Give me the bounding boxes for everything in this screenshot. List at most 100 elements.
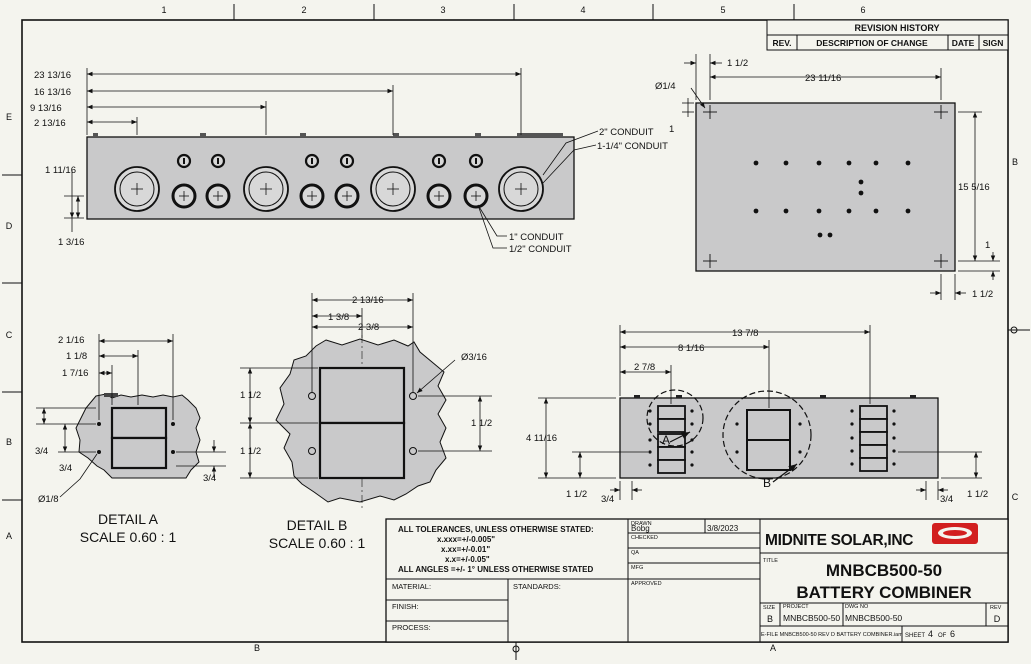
title-label: TITLE <box>763 558 778 564</box>
bottom-view: A B <box>526 325 988 505</box>
detail-b-title: DETAIL B <box>287 517 348 533</box>
detail-a-view: 2 1/16 1 1/8 1 7/16 3/4 3/4 3/4 Ø1/8 DET… <box>35 334 226 545</box>
zone-left-e: E <box>6 112 12 122</box>
company-logo-swoosh-inner <box>943 530 967 536</box>
file-line: E-FILE MNBCB500-50 REV D BATTERY COMBINE… <box>761 632 903 638</box>
sheet-number: SHEET 4 OF 6 <box>905 629 955 639</box>
revision-col-sign: SIGN <box>983 38 1004 48</box>
drawn-by: Bobg <box>631 524 650 533</box>
back-view-mount-holes <box>753 160 911 238</box>
rev-label: REV <box>990 605 1002 611</box>
detail-a-title: DETAIL A <box>98 511 159 527</box>
front-view-handle <box>517 133 563 137</box>
dim-4-11-16: 4 11/16 <box>526 433 557 444</box>
dim-back-1-1-2-bottom: 1 1/2 <box>972 289 993 300</box>
dim-2-13-16: 2 13/16 <box>34 118 66 129</box>
of-label: OF <box>938 633 947 639</box>
checked-label: CHECKED <box>631 535 658 541</box>
back-view-corner-holes <box>703 105 948 268</box>
zone-top-2: 2 <box>301 5 306 15</box>
dim-back-1-right: 1 <box>985 240 990 251</box>
detail-b-view: 2 13/16 1 3/8 2 3/8 Ø3/16 1 1/2 1 1/2 1 … <box>240 293 492 551</box>
detail-b-marker-label: B <box>763 476 771 490</box>
detail-a-scale: SCALE 0.60 : 1 <box>80 529 177 545</box>
detail-a-dimension-text: 2 1/16 1 1/8 1 7/16 3/4 3/4 3/4 Ø1/8 <box>35 335 216 505</box>
approved-label: APPROVED <box>631 581 662 587</box>
front-view: 23 13/16 16 13/16 9 13/16 2 13/16 1 11/1… <box>30 68 668 255</box>
dim-hole-dia-quarter: Ø1/4 <box>655 81 676 92</box>
company-name: MIDNITE SOLAR,INC <box>765 532 913 549</box>
tolerance-notes: ALL TOLERANCES, UNLESS OTHERWISE STATED:… <box>398 525 594 574</box>
center-mark-right <box>1008 326 1024 334</box>
dim-back-1-1-2-top: 1 1/2 <box>727 58 748 69</box>
front-view-body <box>86 136 575 220</box>
conduit-half-in-knockouts <box>176 153 484 169</box>
detail-b-fuse-upper <box>318 366 406 425</box>
finish-label: FINISH: <box>392 602 419 611</box>
zone-top-3: 3 <box>440 5 445 15</box>
zone-bottom-b: B <box>254 643 260 653</box>
back-view-dimension-text: Ø1/4 1 1/2 23 11/16 1 15 5/16 1 1 1/2 <box>655 58 993 300</box>
dim-1-1-8: 1 1/8 <box>66 351 87 362</box>
back-view-plate <box>695 102 956 272</box>
callout-1-1-4in-conduit: 1-1/4" CONDUIT <box>597 141 668 152</box>
dim-detail-b-1-1-2-right: 1 1/2 <box>471 418 492 429</box>
detail-a-fuse-lower <box>110 436 168 470</box>
sheet-no: 4 <box>928 629 933 639</box>
detail-a-tab <box>104 393 118 397</box>
dim-detail-a-3-4-left: 3/4 <box>35 446 48 457</box>
project-value: MNBCB500-50 <box>783 613 840 623</box>
detail-a-marker-label: A <box>662 433 670 447</box>
material-label: MATERIAL: <box>392 582 431 591</box>
bottom-view-studs <box>634 395 916 398</box>
revision-col-date: DATE <box>952 38 975 48</box>
dim-8-1-16: 8 1/16 <box>678 343 704 354</box>
dim-bottom-3-4-left: 3/4 <box>601 494 614 505</box>
detail-b-marker-circle <box>722 390 812 480</box>
dim-detail-b-1-1-2-upper: 1 1/2 <box>240 390 261 401</box>
front-view-dimension-lines <box>64 68 599 249</box>
bottom-view-fuse-column-c <box>850 405 896 472</box>
dim-hole-dia-3-16: Ø3/16 <box>461 352 487 363</box>
tolerance-line-5: ALL ANGLES =+/- 1° UNLESS OTHERWISE STAT… <box>398 565 593 574</box>
drawing-title-line-2: BATTERY COMBINER <box>796 583 971 602</box>
zone-left-b: B <box>6 437 12 447</box>
dim-detail-a-3-4-right: 3/4 <box>203 473 216 484</box>
back-view-dimension-lines <box>682 54 1000 300</box>
conduit-2in-knockouts <box>114 166 544 212</box>
dim-bottom-1-1-2-right: 1 1/2 <box>967 489 988 500</box>
size-value: B <box>767 614 773 624</box>
zone-left-d: D <box>6 221 13 231</box>
dim-hole-dia-eighth: Ø1/8 <box>38 494 59 505</box>
zone-markers: 1 2 3 4 5 6 B C E D C B A B A <box>6 5 1019 653</box>
dim-1-11-16: 1 11/16 <box>45 165 76 176</box>
callout-1in-conduit: 1" CONDUIT <box>509 232 564 243</box>
title-block: ALL TOLERANCES, UNLESS OTHERWISE STATED:… <box>385 518 1009 643</box>
dwg-no-label: DWG NO <box>845 604 869 610</box>
drawing-title-line-1: MNBCB500-50 <box>826 561 942 580</box>
detail-b-fuse-lower <box>318 421 406 480</box>
dim-detail-b-1-1-2-lower: 1 1/2 <box>240 446 261 457</box>
sheet-label: SHEET <box>905 633 925 639</box>
dim-23-13-16: 23 13/16 <box>34 70 71 81</box>
revision-history-title: REVISION HISTORY <box>854 23 939 33</box>
dim-15-5-16: 15 5/16 <box>958 182 990 193</box>
dim-2-1-16: 2 1/16 <box>58 335 84 346</box>
callout-2in-conduit: 2" CONDUIT <box>599 127 654 138</box>
standards-label: STANDARDS: <box>513 582 561 591</box>
front-view-top-studs <box>93 133 481 137</box>
mfg-label: MFG <box>631 565 643 571</box>
zone-left-a: A <box>6 531 12 541</box>
detail-b-dimension-text: 2 13/16 1 3/8 2 3/8 Ø3/16 1 1/2 1 1/2 1 … <box>240 295 492 457</box>
tolerance-line-2: x.xxx=+/-0.005" <box>437 535 495 544</box>
dwg-no-value: MNBCB500-50 <box>845 613 902 623</box>
callout-half-in-conduit: 1/2" CONDUIT <box>509 244 572 255</box>
zone-right-b: B <box>1012 157 1018 167</box>
detail-a-fuse-upper <box>110 406 168 440</box>
detail-a-marker-circle <box>646 389 704 447</box>
zone-top-1: 1 <box>161 5 166 15</box>
detail-b-dimension-lines <box>240 293 492 479</box>
detail-a-dimension-lines <box>36 334 226 498</box>
